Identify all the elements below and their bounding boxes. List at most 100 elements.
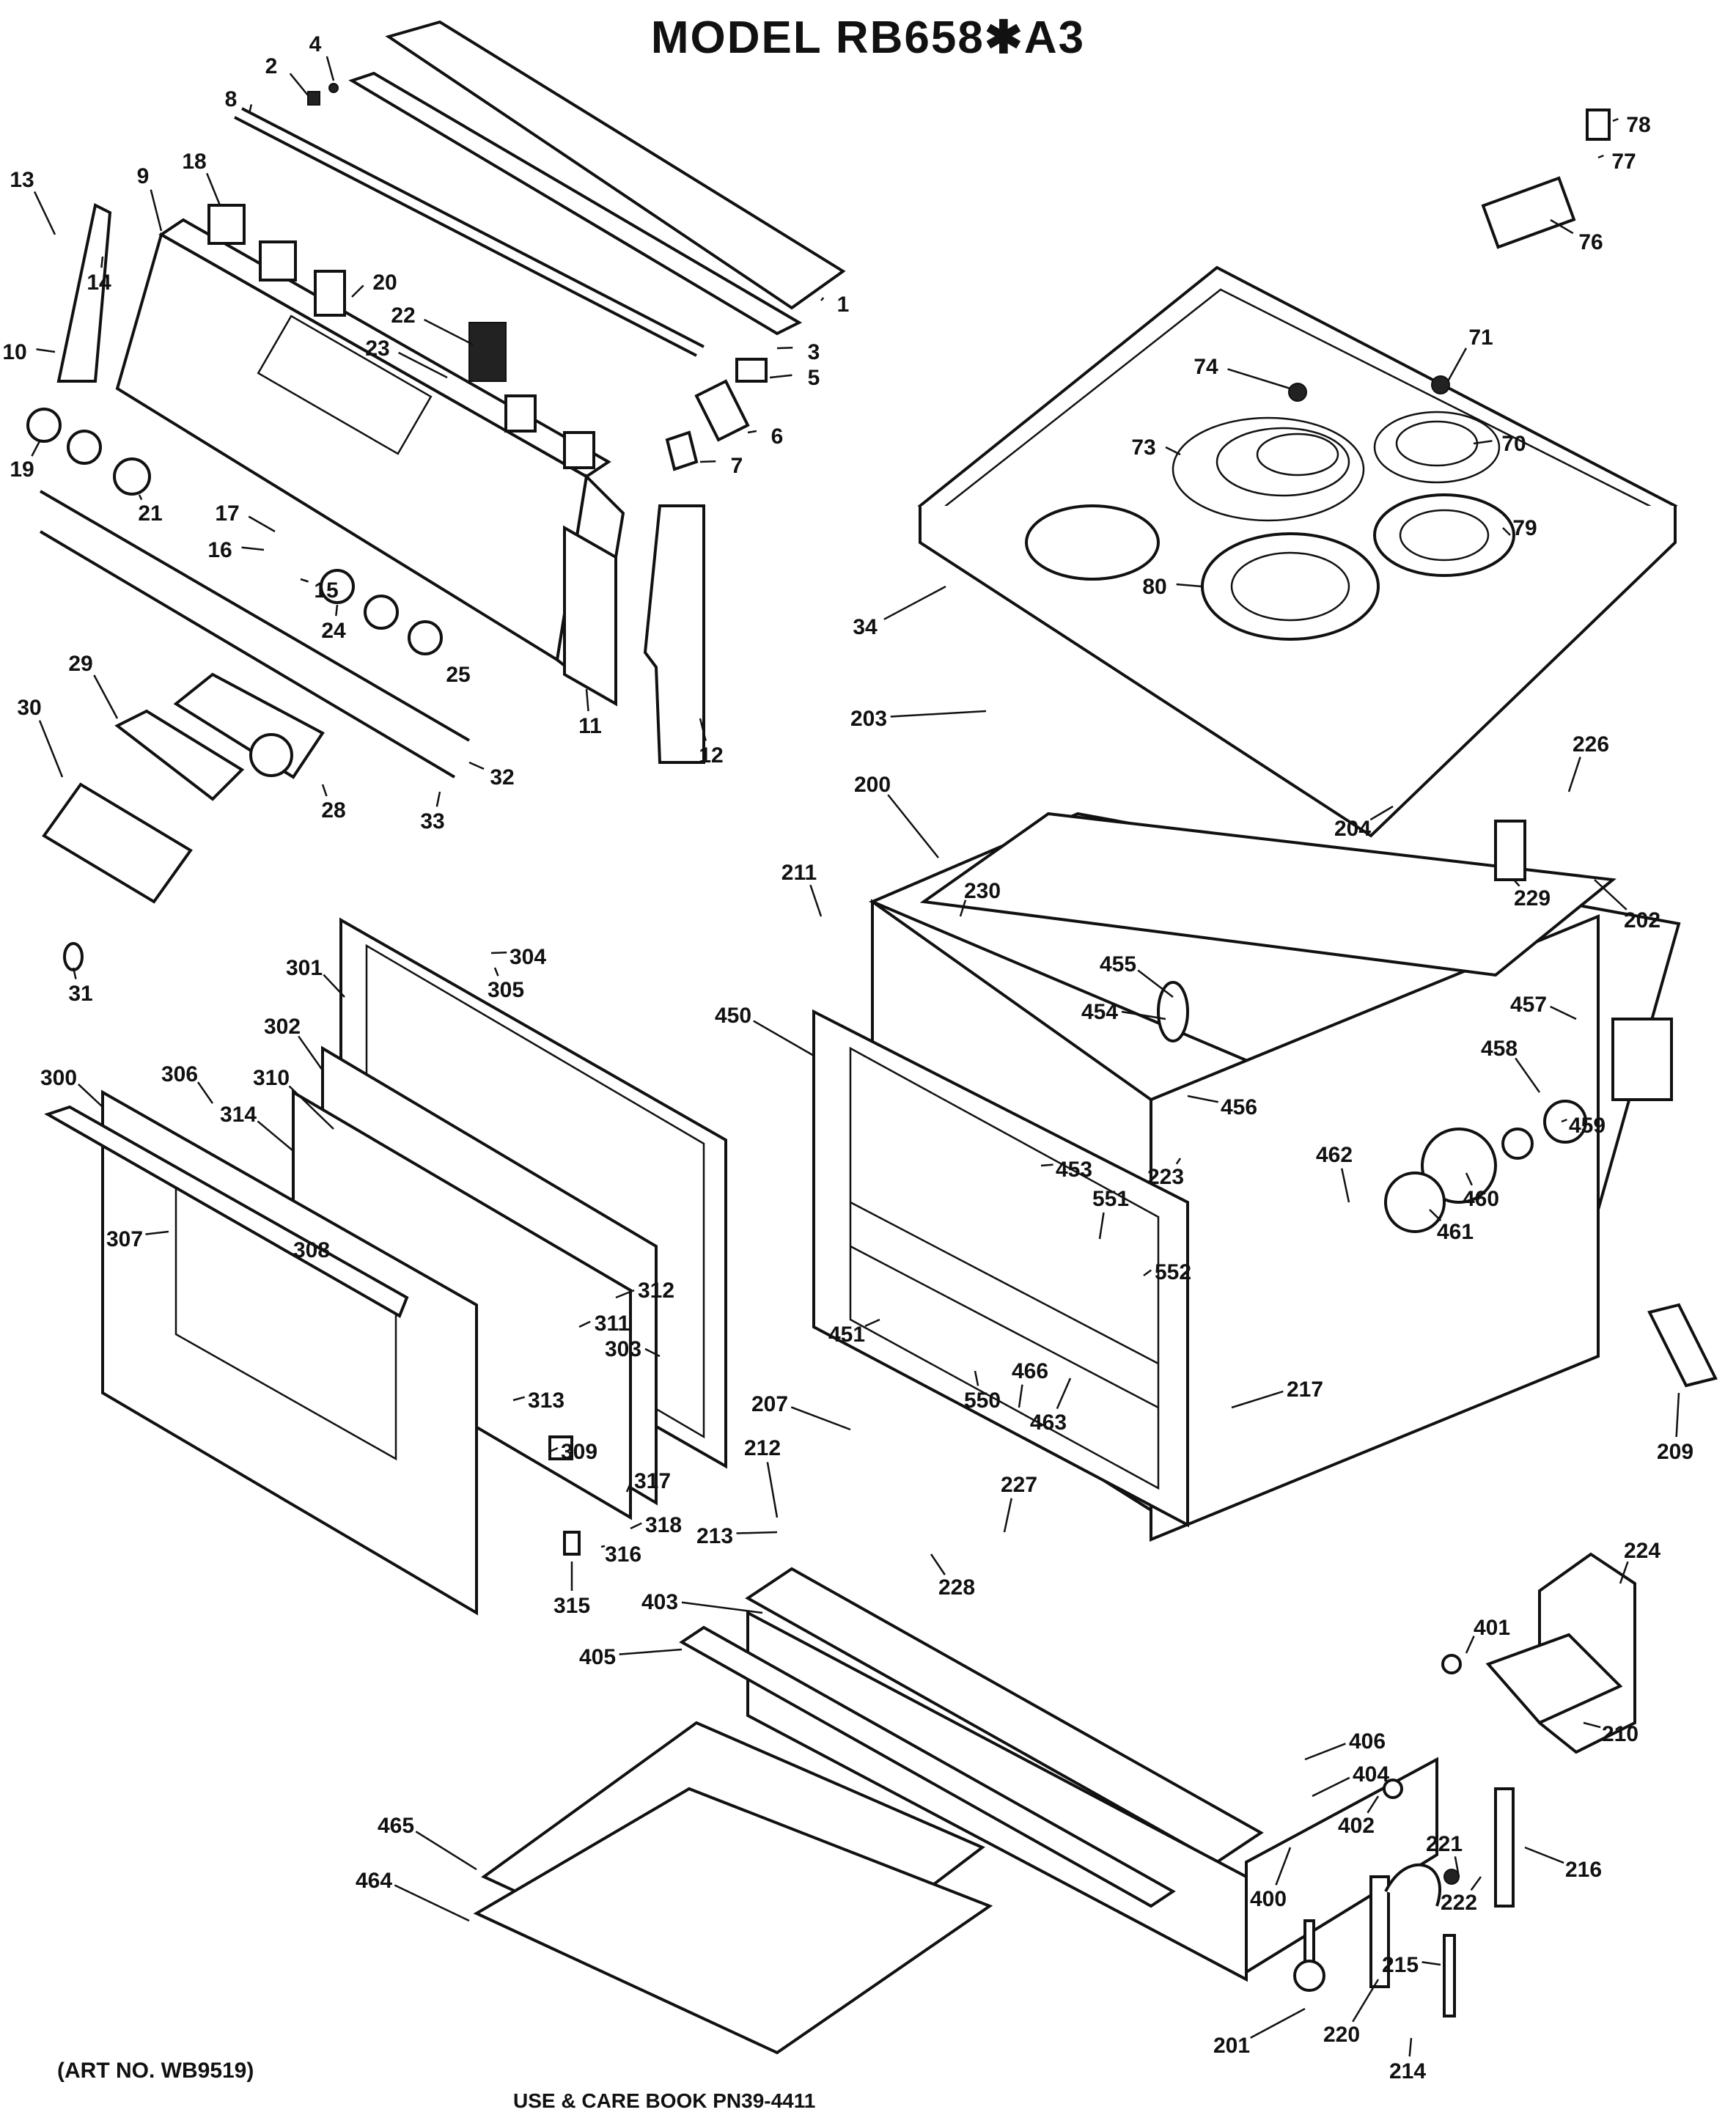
part-label-216: 216: [1565, 1858, 1602, 1882]
part-label-466: 466: [1012, 1359, 1048, 1383]
part-label-22: 22: [391, 304, 415, 328]
part-label-15: 15: [314, 578, 338, 603]
part-label-307: 307: [106, 1227, 143, 1251]
part-label-313: 313: [528, 1388, 564, 1413]
leader-line-230: [959, 900, 967, 917]
part-label-552: 552: [1155, 1260, 1191, 1284]
part-label-211: 211: [781, 861, 817, 885]
leader-line-463: [1056, 1377, 1072, 1410]
leader-line-304: [490, 952, 507, 954]
leader-line-550: [974, 1370, 979, 1386]
leader-line-23: [398, 351, 448, 379]
part-label-463: 463: [1030, 1410, 1067, 1435]
part-label-460: 460: [1463, 1187, 1499, 1211]
leader-line-309: [549, 1447, 559, 1453]
leader-lines: [31, 56, 1680, 2057]
leader-line-455: [1137, 969, 1174, 998]
leader-line-400: [1275, 1847, 1292, 1886]
part-label-229: 229: [1514, 886, 1551, 911]
leader-line-78: [1612, 117, 1619, 122]
part-label-314: 314: [220, 1103, 257, 1127]
part-label-2: 2: [265, 54, 278, 78]
leader-line-5: [769, 374, 792, 379]
part-label-454: 454: [1081, 1000, 1118, 1024]
part-label-25: 25: [446, 663, 470, 687]
part-label-401: 401: [1474, 1616, 1510, 1640]
leader-line-12: [699, 718, 707, 741]
leader-line-406: [1304, 1743, 1346, 1761]
leader-line-19: [31, 439, 42, 457]
part-label-215: 215: [1382, 1953, 1419, 1977]
leader-line-200: [887, 794, 939, 858]
part-label-227: 227: [1001, 1473, 1037, 1497]
leader-line-202: [1594, 879, 1628, 911]
part-label-79: 79: [1512, 516, 1537, 540]
hardware: [207, 83, 1673, 2017]
leader-line-15: [300, 578, 309, 583]
leader-line-307: [145, 1230, 169, 1235]
part-label-223: 223: [1147, 1165, 1184, 1189]
part-label-29: 29: [68, 652, 92, 676]
part-label-17: 17: [215, 501, 239, 526]
leader-line-74: [1227, 368, 1291, 390]
cooktop-34: [917, 265, 1678, 838]
part-label-306: 306: [161, 1062, 198, 1086]
part-label-550: 550: [964, 1388, 1001, 1413]
part-label-212: 212: [744, 1436, 781, 1460]
part-label-461: 461: [1437, 1220, 1474, 1244]
part-label-16: 16: [207, 538, 232, 562]
leader-line-317: [625, 1482, 632, 1493]
leader-line-24: [335, 604, 339, 617]
part-label-23: 23: [365, 336, 389, 361]
trim-strips-32-33: [39, 490, 471, 779]
part-label-217: 217: [1287, 1377, 1323, 1402]
part-label-214: 214: [1389, 2059, 1426, 2083]
leader-line-314: [257, 1120, 294, 1152]
leader-line-215: [1421, 1961, 1441, 1966]
part-label-455: 455: [1100, 952, 1136, 976]
leader-line-405: [619, 1648, 683, 1655]
part-label-34: 34: [853, 615, 878, 639]
leader-line-451: [864, 1318, 880, 1328]
clock-assembly: [42, 672, 325, 971]
part-label-301: 301: [286, 956, 323, 980]
part-label-80: 80: [1142, 575, 1166, 599]
part-label-230: 230: [964, 879, 1001, 903]
leader-line-551: [1098, 1212, 1105, 1240]
part-label-456: 456: [1221, 1095, 1257, 1119]
leader-line-221: [1454, 1856, 1460, 1877]
part-label-462: 462: [1316, 1143, 1353, 1167]
leader-line-316: [600, 1545, 606, 1548]
side-panels: [56, 203, 705, 764]
leader-line-226: [1567, 757, 1581, 792]
leader-line-457: [1550, 1005, 1577, 1020]
leader-line-453: [1040, 1163, 1053, 1167]
leader-line-211: [809, 884, 823, 917]
part-label-222: 222: [1441, 1891, 1477, 1915]
leader-line-20: [351, 284, 364, 298]
leader-line-2: [289, 73, 309, 96]
brackets: [1369, 1303, 1718, 1988]
leader-line-10: [36, 348, 56, 353]
leader-line-216: [1524, 1846, 1564, 1864]
leader-line-460: [1465, 1172, 1473, 1186]
oven-body: [812, 812, 1681, 1542]
part-label-406: 406: [1349, 1729, 1386, 1754]
part-label-403: 403: [641, 1590, 678, 1614]
leader-line-14: [100, 256, 104, 268]
part-label-303: 303: [605, 1337, 641, 1361]
leader-line-33: [435, 791, 441, 807]
part-label-551: 551: [1092, 1187, 1129, 1211]
leader-line-11: [585, 688, 589, 712]
leader-line-462: [1341, 1168, 1350, 1203]
part-label-305: 305: [488, 978, 524, 1002]
leader-line-456: [1187, 1095, 1218, 1103]
part-label-13: 13: [10, 168, 34, 192]
part-label-213: 213: [696, 1524, 733, 1548]
leader-line-209: [1675, 1392, 1680, 1438]
part-label-30: 30: [17, 696, 41, 720]
part-label-78: 78: [1626, 113, 1650, 137]
leader-line-223: [1175, 1158, 1182, 1165]
leader-line-1: [820, 297, 825, 301]
leader-line-29: [93, 674, 119, 719]
